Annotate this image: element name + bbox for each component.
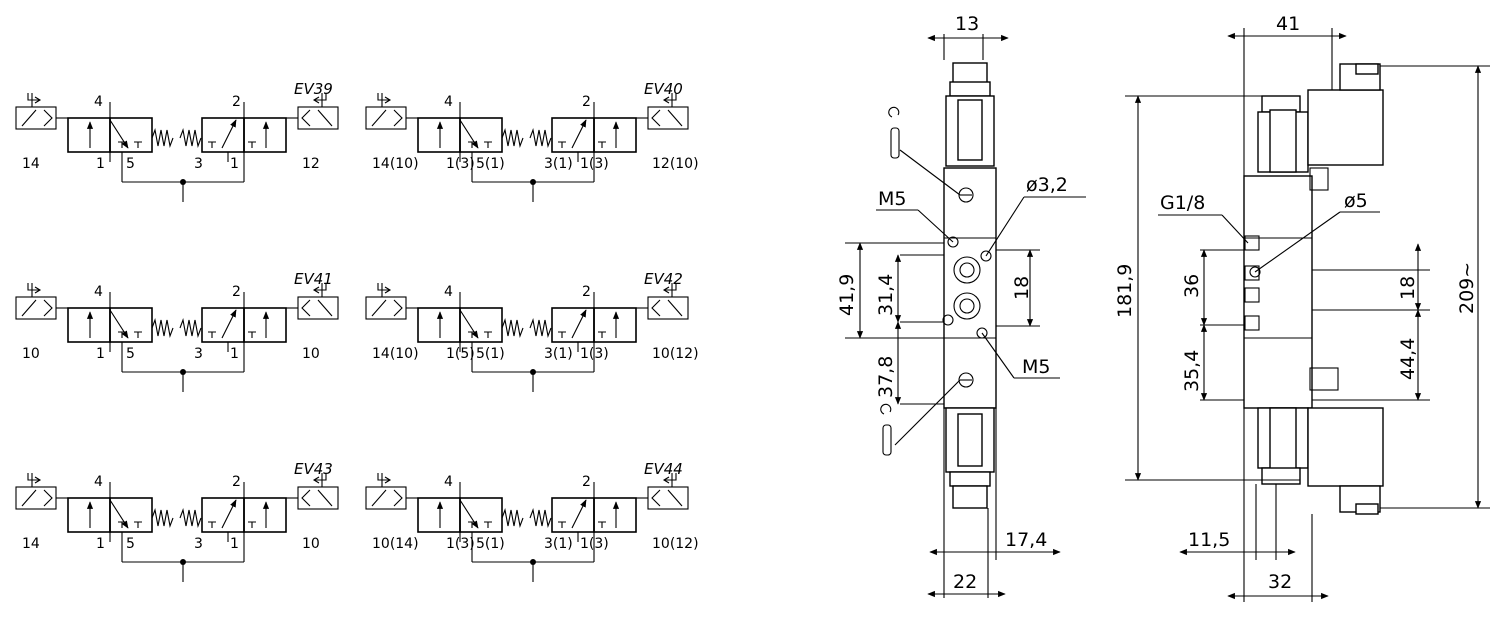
model-label: EV43 bbox=[294, 460, 333, 478]
right-exhaust-port-label: 3 bbox=[194, 156, 203, 172]
right-coil-port-label: 12 bbox=[302, 156, 320, 172]
right-exhaust-port-label: 3(1) bbox=[544, 346, 573, 362]
port-2-label: 2 bbox=[582, 94, 591, 110]
port-2-label: 2 bbox=[582, 474, 591, 490]
override-icon bbox=[890, 127, 900, 159]
side-view: 41 181,9 209~ G1/8 ø5 36 35,4 18 bbox=[1114, 13, 1490, 602]
right-coil-port-label: 10 bbox=[302, 536, 320, 552]
valve-body bbox=[943, 167, 997, 409]
hole-label: ø3,2 bbox=[1026, 174, 1068, 196]
right-exhaust-port-label: 3(1) bbox=[544, 536, 573, 552]
model-label: EV42 bbox=[644, 270, 683, 288]
left-supply-port-label: 1(3) bbox=[446, 536, 475, 552]
bottom-coil-connector bbox=[1307, 407, 1384, 487]
port-icon bbox=[953, 292, 981, 320]
dim-41: 41 bbox=[1276, 13, 1300, 35]
dim-32: 32 bbox=[1268, 571, 1292, 593]
port-4-label: 4 bbox=[94, 284, 103, 300]
dim-18-side: 18 bbox=[1397, 276, 1419, 300]
thread-label-bottom: M5 bbox=[1022, 356, 1050, 378]
left-coil-port-label: 14 bbox=[22, 156, 40, 172]
model-label: EV44 bbox=[644, 460, 683, 478]
side-hole-label: ø5 bbox=[1344, 190, 1368, 212]
port-2-label: 2 bbox=[232, 94, 241, 110]
top-coil-connector bbox=[1307, 89, 1384, 166]
port-icon bbox=[1249, 266, 1261, 278]
dim-35-4: 35,4 bbox=[1181, 350, 1203, 392]
right-coil-port-label: 10 bbox=[302, 346, 320, 362]
model-label: EV41 bbox=[294, 270, 333, 288]
left-exhaust-port-label: 5(1) bbox=[476, 536, 505, 552]
dim-31-4: 31,4 bbox=[875, 274, 897, 316]
dim-36: 36 bbox=[1181, 274, 1203, 298]
side-valve-body bbox=[1243, 175, 1313, 409]
valve-schematic: EV39 4 2 14 12 1 5 3 1 bbox=[15, 80, 339, 202]
port-4-label: 4 bbox=[94, 94, 103, 110]
left-coil-port-label: 14(10) bbox=[372, 156, 419, 172]
dim-22: 22 bbox=[953, 571, 977, 593]
thread-label-top: M5 bbox=[878, 188, 906, 210]
right-supply-port-label: 1(3) bbox=[580, 156, 609, 172]
right-exhaust-port-label: 3 bbox=[194, 536, 203, 552]
right-supply-port-label: 1(3) bbox=[580, 536, 609, 552]
model-label: EV40 bbox=[644, 80, 683, 98]
left-supply-port-label: 1 bbox=[96, 536, 105, 552]
port-2-label: 2 bbox=[232, 474, 241, 490]
port-4-label: 4 bbox=[444, 94, 453, 110]
left-coil-port-label: 14(10) bbox=[372, 346, 419, 362]
left-exhaust-port-label: 5 bbox=[126, 536, 135, 552]
port-2-label: 2 bbox=[582, 284, 591, 300]
dim-13: 13 bbox=[955, 13, 979, 35]
valve-schematic: EV41 4 2 10 10 1 5 3 1 bbox=[15, 270, 339, 392]
left-exhaust-port-label: 5(1) bbox=[476, 346, 505, 362]
right-supply-port-label: 1 bbox=[230, 346, 239, 362]
valve-schematic: EV42 4 2 14(10) 10(12) 1(5)5(1) 3(1) 1(3) bbox=[365, 270, 699, 392]
left-exhaust-port-label: 5 bbox=[126, 346, 135, 362]
bottom-nut bbox=[1261, 467, 1301, 485]
dim-17-4: 17,4 bbox=[1005, 529, 1047, 551]
dim-41-9: 41,9 bbox=[836, 274, 858, 316]
dim-209: 209~ bbox=[1456, 262, 1478, 314]
right-coil-port-label: 12(10) bbox=[652, 156, 699, 172]
dim-181-9: 181,9 bbox=[1114, 264, 1136, 318]
right-supply-port-label: 1 bbox=[230, 156, 239, 172]
port-4-label: 4 bbox=[444, 474, 453, 490]
right-exhaust-port-label: 3 bbox=[194, 346, 203, 362]
left-supply-port-label: 1 bbox=[96, 346, 105, 362]
screw-icon bbox=[958, 187, 974, 203]
left-supply-port-label: 1(3) bbox=[446, 156, 475, 172]
dim-18-front: 18 bbox=[1011, 276, 1033, 300]
port-thread-label: G1/8 bbox=[1160, 192, 1205, 214]
left-coil-port-label: 10 bbox=[22, 346, 40, 362]
port-4-label: 4 bbox=[94, 474, 103, 490]
right-supply-port-label: 1(3) bbox=[580, 346, 609, 362]
dim-44-4: 44,4 bbox=[1397, 338, 1419, 380]
port-2-label: 2 bbox=[232, 284, 241, 300]
override-icon bbox=[882, 424, 892, 456]
right-coil-port-label: 10(12) bbox=[652, 346, 699, 362]
dim-37-8: 37,8 bbox=[875, 356, 897, 398]
port-4-label: 4 bbox=[444, 284, 453, 300]
dim-11-5: 11,5 bbox=[1188, 529, 1230, 551]
left-coil-port-label: 10(14) bbox=[372, 536, 419, 552]
right-exhaust-port-label: 3(1) bbox=[544, 156, 573, 172]
screw-icon bbox=[958, 372, 974, 388]
left-supply-port-label: 1 bbox=[96, 156, 105, 172]
front-view: 13 ø3,2 M5 M5 18 41,9 31,4 37,8 bbox=[836, 13, 1086, 598]
left-exhaust-port-label: 5(1) bbox=[476, 156, 505, 172]
left-coil-port-label: 14 bbox=[22, 536, 40, 552]
left-exhaust-port-label: 5 bbox=[126, 156, 135, 172]
valve-schematic: EV43 4 2 14 10 1 5 3 1 bbox=[15, 460, 339, 582]
port-icon bbox=[953, 256, 981, 284]
right-supply-port-label: 1 bbox=[230, 536, 239, 552]
right-coil-port-label: 10(12) bbox=[652, 536, 699, 552]
left-supply-port-label: 1(5) bbox=[446, 346, 475, 362]
model-label: EV39 bbox=[294, 80, 333, 98]
